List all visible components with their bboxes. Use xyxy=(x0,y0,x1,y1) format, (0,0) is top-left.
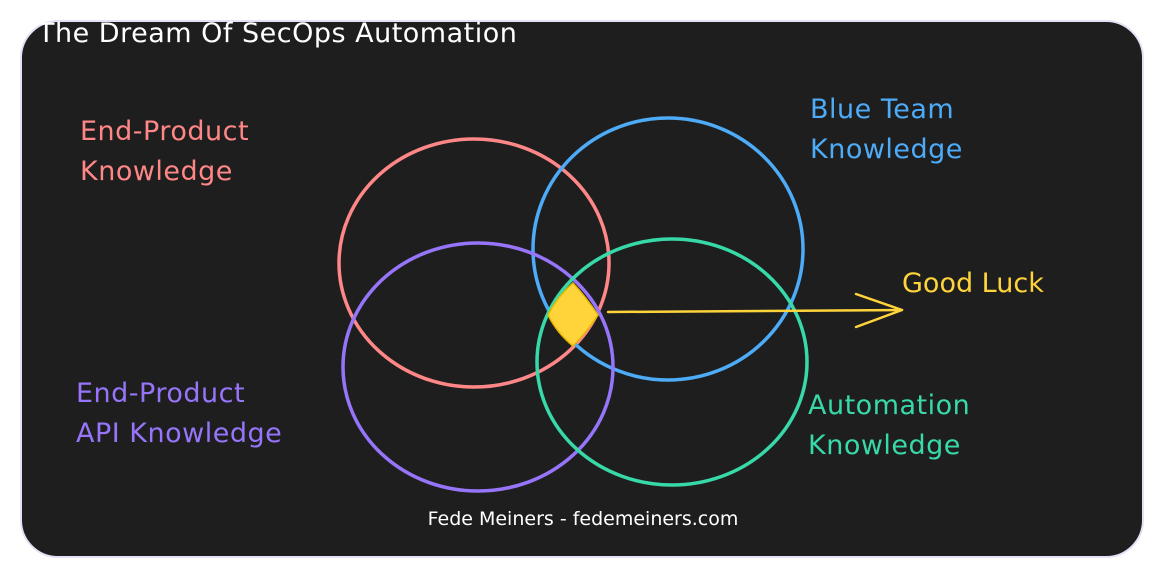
circle-blue-team xyxy=(531,116,805,382)
label-end-product-line1: End-Product xyxy=(80,116,250,147)
label-end-product-knowledge: End-Product Knowledge xyxy=(80,112,249,192)
label-api-line1: End-Product xyxy=(76,378,246,409)
circle-end-product xyxy=(337,137,611,389)
label-blue-team-line1: Blue Team xyxy=(810,94,955,125)
label-blue-team-knowledge: Blue Team Knowledge xyxy=(810,90,963,170)
label-api-line2: API Knowledge xyxy=(76,418,283,449)
intersection-highlight xyxy=(547,281,599,348)
label-automation-line1: Automation xyxy=(808,390,971,421)
label-api-knowledge: End-Product API Knowledge xyxy=(76,374,282,454)
label-end-product-line2: Knowledge xyxy=(80,156,233,187)
label-good-luck: Good Luck xyxy=(902,268,1044,299)
circle-automation xyxy=(535,237,809,487)
circle-api xyxy=(341,241,615,493)
label-blue-team-line2: Knowledge xyxy=(810,134,963,165)
diagram-title: The Dream Of SecOps Automation xyxy=(38,18,518,49)
footer-credit: Fede Meiners - fedemeiners.com xyxy=(427,508,739,530)
label-automation-line2: Knowledge xyxy=(808,430,961,461)
label-automation-knowledge: Automation Knowledge xyxy=(808,386,970,466)
arrow-line xyxy=(606,308,904,314)
arrow-head xyxy=(854,292,904,329)
